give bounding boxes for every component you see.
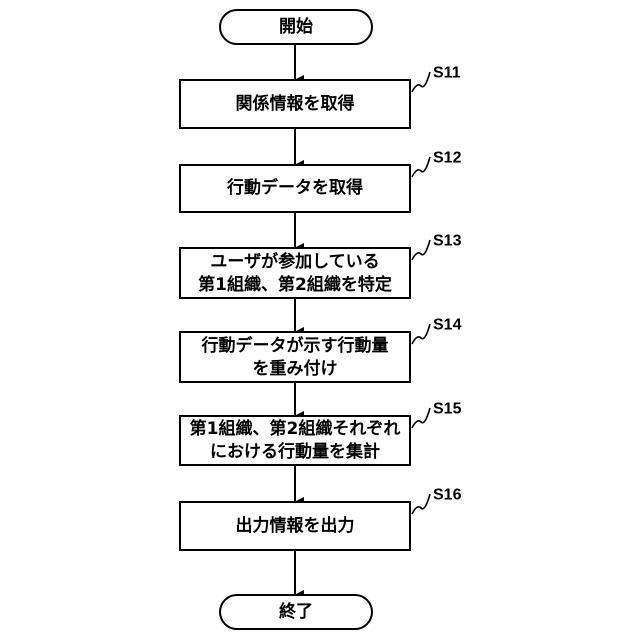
step-s13-leader-line	[412, 240, 430, 260]
step-s12-id-label: S12	[433, 150, 462, 167]
step-s15-leader-line	[412, 408, 430, 428]
step-s13-text-line-1: ユーザが参加している	[210, 251, 379, 272]
step-s16-leader-line	[412, 494, 430, 514]
step-s15-text-line-2: における行動量を集計	[210, 441, 380, 462]
step-s11-id-label: S11	[433, 65, 461, 82]
step-s13: ユーザが参加している 第1組織、第2組織を特定 S13	[180, 233, 462, 299]
step-s13-id-label: S13	[433, 233, 462, 250]
step-s15: 第1組織、第2組織それぞれ における行動量を集計 S15	[180, 401, 462, 466]
step-s11: 関係情報を取得 S11	[180, 65, 461, 129]
step-s13-text-line-2: 第1組織、第2組織を特定	[198, 274, 392, 295]
step-s11-text: 関係情報を取得	[236, 93, 355, 114]
step-s12: 行動データを取得 S12	[180, 150, 462, 213]
start-label: 開始	[279, 16, 313, 37]
step-s16-text: 出力情報を出力	[236, 515, 355, 536]
step-s14-id-label: S14	[433, 317, 462, 334]
step-s14: 行動データが示す行動量 を重み付け S14	[180, 317, 462, 383]
step-s14-text-line-1: 行動データが示す行動量	[201, 335, 389, 356]
step-s11-leader-line	[412, 72, 430, 92]
step-s16: 出力情報を出力 S16	[180, 487, 462, 551]
step-s12-leader-line	[412, 157, 430, 177]
step-s15-id-label: S15	[433, 401, 462, 418]
step-s15-text-line-1: 第1組織、第2組織それぞれ	[190, 418, 401, 439]
end-terminal: 終了	[220, 595, 372, 629]
step-s12-text: 行動データを取得	[226, 177, 363, 198]
end-label: 終了	[279, 601, 313, 622]
step-s14-text-line-2: を重み付け	[253, 358, 338, 379]
step-s16-id-label: S16	[433, 487, 462, 504]
step-s14-leader-line	[412, 324, 430, 344]
start-terminal: 開始	[220, 10, 372, 44]
